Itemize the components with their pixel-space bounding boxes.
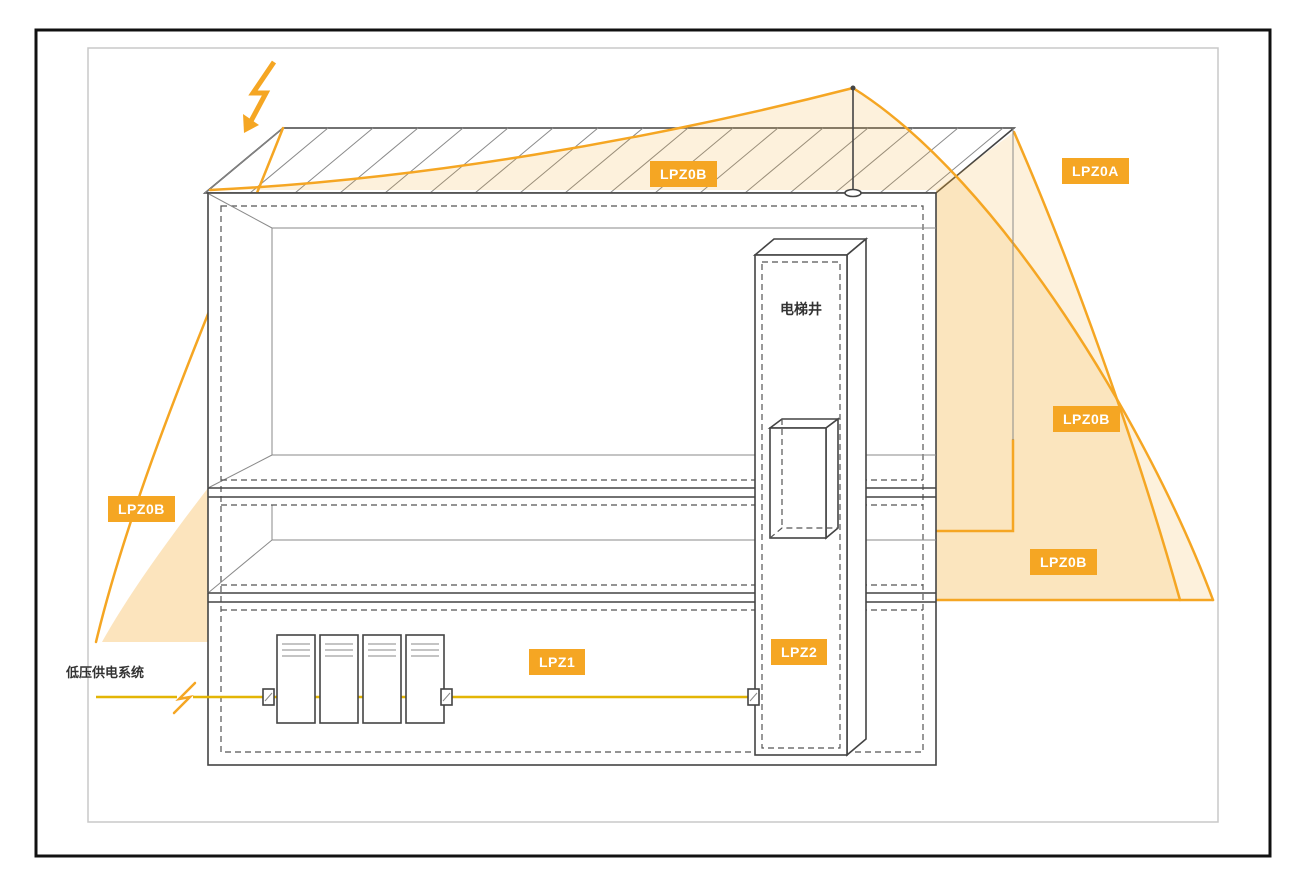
floor-shield-dashed xyxy=(221,479,923,611)
roof-hatching xyxy=(204,127,1004,194)
floor-slabs xyxy=(208,487,936,603)
cabinet-vents xyxy=(325,643,353,657)
rod-tip xyxy=(850,85,856,91)
power-cabinets xyxy=(276,634,445,724)
zone-curve-over-roof xyxy=(208,86,855,192)
bolt-arrowhead xyxy=(243,114,259,133)
cabinet-vents xyxy=(411,643,439,657)
lightning-bolt-icon xyxy=(243,60,277,133)
spd-box xyxy=(747,688,760,706)
cabinet xyxy=(362,634,402,724)
spd-box xyxy=(440,688,453,706)
zone-badge-lpz1: LPZ1 xyxy=(529,649,586,675)
shaft-right-face xyxy=(846,237,867,757)
building-shield-dashed xyxy=(220,205,924,753)
zone-fill-right-outer xyxy=(853,88,1213,600)
zone-fill-right-inner xyxy=(936,132,1180,600)
rod-base xyxy=(844,188,862,198)
zone-curve-right-outer xyxy=(851,86,1215,602)
zone-bracket-right xyxy=(934,438,1015,533)
zone-boundary-curves xyxy=(94,86,1215,644)
line-break-symbol xyxy=(172,681,197,715)
zone-fill-left xyxy=(102,488,208,642)
cabinet xyxy=(319,634,359,724)
shaft-shield-dashed xyxy=(761,261,841,749)
car-right-face xyxy=(825,417,839,540)
zone-badge-lpz0b-right-lower: LPZ0B xyxy=(1030,549,1097,575)
spd-box xyxy=(262,688,275,706)
power-system-label: 低压供电系统 xyxy=(66,665,145,680)
outer-frame xyxy=(34,28,1272,858)
zone-badge-lpz0b-roof: LPZ0B xyxy=(650,161,717,187)
zone-curve-right-inner xyxy=(1012,130,1182,602)
cabinet xyxy=(405,634,445,724)
zone-badge-lpz2: LPZ2 xyxy=(771,639,828,665)
interior-perspective-lines xyxy=(207,193,936,594)
zone-badge-lpz0b-left: LPZ0B xyxy=(108,496,175,522)
zone-badge-lpz0a: LPZ0A xyxy=(1062,158,1129,184)
cabinet xyxy=(276,634,316,724)
elevator-shaft-label: 电梯井 xyxy=(780,301,822,317)
car-front-face xyxy=(769,427,827,539)
zone-badge-lpz0b-right-upper: LPZ0B xyxy=(1053,406,1120,432)
elevator-car xyxy=(767,417,841,540)
cabinet-vents xyxy=(368,643,396,657)
cabinet-vents xyxy=(282,643,310,657)
inner-frame xyxy=(87,47,1219,823)
car-hidden-edges xyxy=(769,419,838,539)
spd-boxes xyxy=(262,688,760,706)
air-terminal-rod xyxy=(844,85,862,198)
